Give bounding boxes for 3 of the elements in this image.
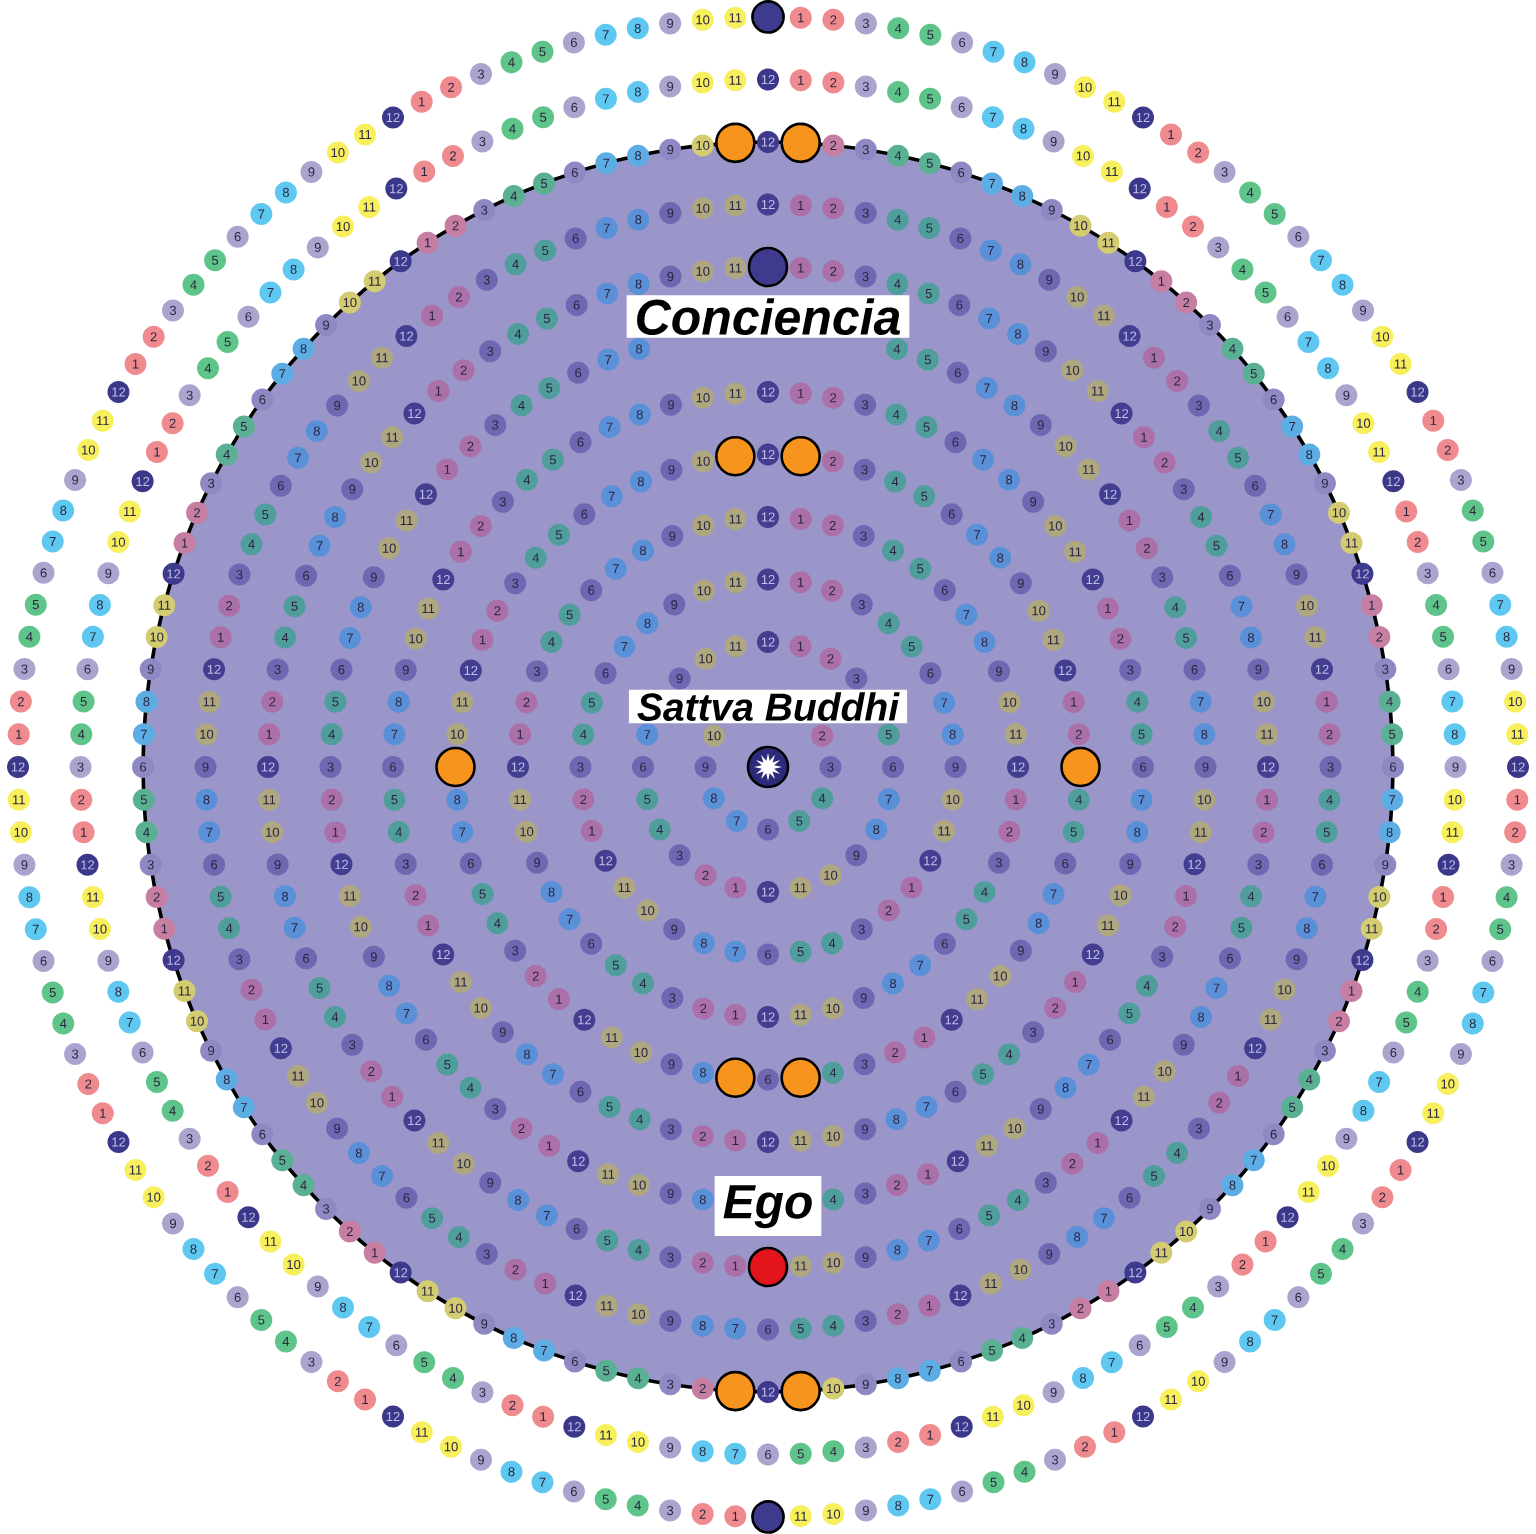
label-box: Conciencia [626, 295, 910, 338]
label-box: Sattva Buddhi [628, 689, 908, 724]
label-box: Ego [714, 1175, 822, 1236]
